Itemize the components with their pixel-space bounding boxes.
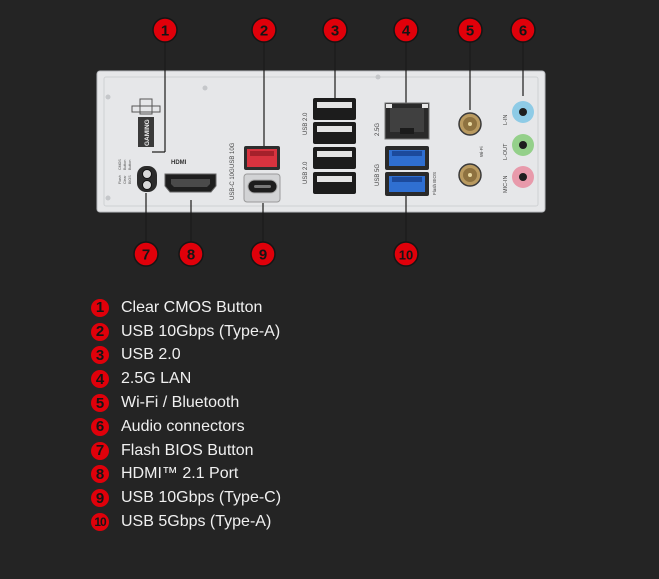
callout-5: 5: [457, 17, 483, 43]
usb20-label-bottom: USB 2.0: [303, 161, 309, 184]
wifi-antenna-connectors[interactable]: [458, 112, 482, 187]
legend-number: 3: [91, 346, 109, 365]
callout-circle: [457, 17, 483, 43]
mount-hole: [202, 85, 208, 91]
legend-label: USB 10Gbps (Type-A): [121, 322, 281, 340]
flash-bios-button[interactable]: [142, 180, 152, 190]
callout-3: 3: [322, 17, 348, 43]
callout-10: 10: [393, 241, 419, 267]
mount-hole: [375, 74, 381, 80]
legend-number: 1: [91, 298, 109, 317]
usb-c-label: USB-C 10G: [230, 168, 236, 200]
callout-circle: [393, 241, 419, 267]
usb-c-port[interactable]: [243, 173, 281, 203]
legend-item: 1 Clear CMOS Button: [91, 296, 281, 320]
usb20-label-top: USB 2.0: [303, 112, 309, 135]
callout-circle: [250, 241, 276, 267]
callout-number: 8: [187, 247, 195, 264]
lan-port[interactable]: [384, 102, 430, 140]
cmos-label-c: BIOS: [128, 175, 132, 184]
legend-number: 10: [91, 513, 109, 532]
legend-number: 4: [91, 370, 109, 389]
callout-9: 9: [250, 241, 276, 267]
clear-cmos-button[interactable]: [142, 169, 152, 179]
callout-circle: [178, 241, 204, 267]
leader-lines: [145, 42, 524, 242]
callout-circle: [393, 17, 419, 43]
callout-number: 9: [259, 247, 267, 264]
legend-label: Clear CMOS Button: [121, 298, 263, 316]
legend-item: 5 Wi-Fi / Bluetooth: [91, 391, 281, 415]
audio-label-mic-in: MIC-IN: [503, 176, 509, 193]
callout-1: 1: [152, 17, 178, 43]
callout-7: 7: [133, 241, 159, 267]
audio-label-line-in: L-IN: [503, 115, 509, 125]
legend-item: 8 HDMI™ 2.1 Port: [91, 463, 281, 487]
legend-item: 7 Flash BIOS Button: [91, 439, 281, 463]
callout-number: 4: [402, 23, 411, 40]
callout-6: 6: [510, 17, 536, 43]
legend-label: 2.5G LAN: [121, 370, 192, 388]
legend-number: 7: [91, 441, 109, 460]
legend-item: 9 USB 10Gbps (Type-C): [91, 486, 281, 510]
callout-circle: [510, 17, 536, 43]
callout-circle: [322, 17, 348, 43]
usb-10g-type-a-port[interactable]: [244, 146, 280, 170]
cmos-label-f: Button: [128, 160, 132, 170]
callout-number: 10: [399, 248, 413, 263]
legend-label: HDMI™ 2.1 Port: [121, 465, 239, 483]
callout-circle: [133, 241, 159, 267]
legend-label: USB 10Gbps (Type-C): [121, 489, 282, 507]
lan-label: 2.5G: [375, 123, 381, 136]
io-shield-inner-edge: [103, 76, 539, 207]
usb-5g-ports[interactable]: [385, 146, 429, 196]
mount-hole: [105, 94, 111, 100]
legend-number: 9: [91, 489, 109, 508]
usb-5g-label: USB 5G: [375, 164, 381, 186]
legend-number: 8: [91, 465, 109, 484]
callout-8: 8: [178, 241, 204, 267]
audio-jacks[interactable]: [512, 101, 534, 188]
legend-item: 2 USB 10Gbps (Type-A): [91, 320, 281, 344]
usb-10g-label: USB 10G: [230, 142, 236, 168]
gaming-label: GAMING: [144, 119, 151, 146]
callout-number: 3: [331, 23, 339, 40]
legend-number: 6: [91, 417, 109, 436]
callout-number: 1: [161, 23, 169, 40]
callout-number: 5: [466, 23, 474, 40]
legend-number: 5: [91, 394, 109, 413]
legend-label: Wi-Fi / Bluetooth: [121, 394, 240, 412]
legend-item: 3 USB 2.0: [91, 344, 281, 368]
callout-circle: [251, 17, 277, 43]
legend-label: USB 5Gbps (Type-A): [121, 513, 272, 531]
flash-bios-label: Flash BIOS: [432, 172, 437, 195]
callout-number: 6: [519, 23, 527, 40]
legend-label: Flash BIOS Button: [121, 441, 254, 459]
legend-item: 10 USB 5Gbps (Type-A): [91, 510, 281, 534]
mount-hole: [105, 195, 111, 201]
callout-2: 2: [251, 17, 277, 43]
hdmi-port[interactable]: HDMI: [164, 160, 217, 193]
audio-label-line-out: L-OUT: [503, 143, 509, 160]
cmos-label-a: Flash: [118, 175, 122, 184]
cmos-bios-button-block: Flash Clear BIOS CMOS Button Button: [118, 159, 157, 192]
callout-4: 4: [393, 17, 419, 43]
hdmi-label: HDMI: [171, 160, 187, 166]
callout-number: 2: [260, 23, 268, 40]
legend-number: 2: [91, 322, 109, 341]
legend-label: USB 2.0: [121, 346, 181, 364]
legend-label: Audio connectors: [121, 417, 245, 435]
cmos-label-d: CMOS: [118, 159, 122, 170]
wifi-label: Wi-Fi: [479, 147, 484, 158]
legend-item: 4 2.5G LAN: [91, 367, 281, 391]
callout-circle: [152, 17, 178, 43]
io-panel-diagram: GAMING Flash Clear BIOS CMOS Button Butt…: [96, 17, 546, 267]
callout-number: 7: [142, 247, 150, 264]
legend-item: 6 Audio connectors: [91, 415, 281, 439]
cmos-label-b: Clear: [123, 175, 127, 184]
usb-2-ports[interactable]: [313, 98, 356, 194]
cmos-label-e: Button: [123, 160, 127, 170]
gaming-logo: GAMING: [131, 98, 161, 147]
